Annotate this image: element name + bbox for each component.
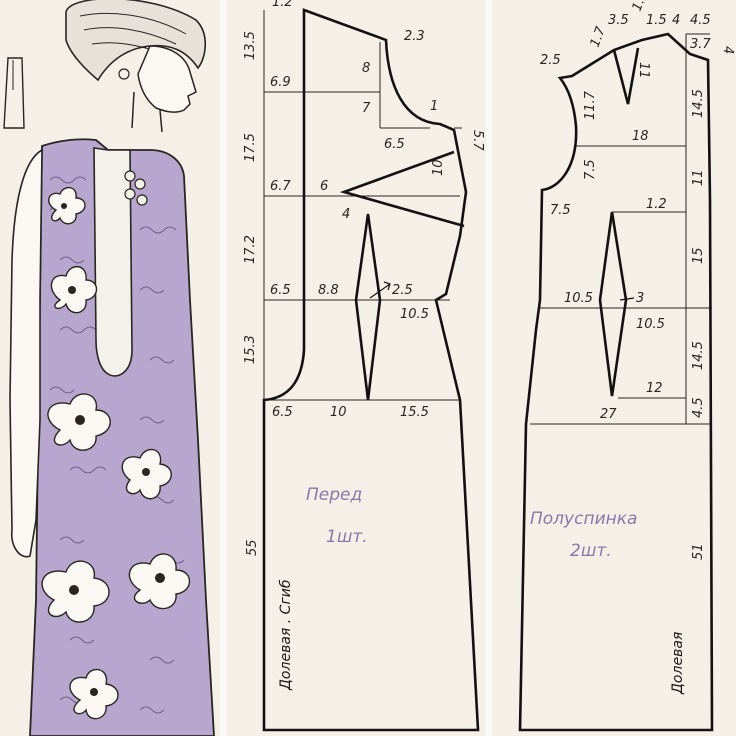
front-grain-label: Долевая . Сгиб [278, 579, 294, 691]
front-measure-6: 7 [362, 101, 371, 116]
front-piece-count: 1шт. [326, 527, 368, 547]
back-measure-24: 4.5 [691, 397, 706, 418]
front-measure-17: 8.8 [318, 283, 339, 298]
back-measure-21: 10.5 [636, 317, 665, 332]
front-measure-18: 2.5 [392, 283, 413, 298]
back-pattern: 1.7 3.5 1.5 1.2 4 4.5 2.5 3.7 4 11 11.7 … [518, 0, 735, 732]
gutter-right [486, 0, 492, 736]
gutter-left [220, 0, 226, 736]
hair [65, 0, 207, 82]
back-measure-14: 7.5 [583, 159, 598, 180]
back-measure-9: 4 [720, 46, 735, 54]
back-piece-title: Полуспинка [530, 509, 637, 529]
front-measure-24: 55 [245, 539, 260, 556]
back-grain-label: Долевая [670, 632, 686, 695]
front-measure-1: 1.2 [272, 0, 293, 10]
front-measure-4: 8 [362, 61, 370, 76]
front-measure-2: 2.3 [404, 29, 425, 44]
back-measure-23: 12 [646, 381, 663, 396]
back-measure-20: 3 [636, 291, 644, 306]
front-measure-15: 17.2 [243, 235, 258, 264]
back-measure-6: 4.5 [690, 13, 711, 28]
back-measure-13: 18 [632, 129, 649, 144]
front-measure-12: 6 [320, 179, 328, 194]
back-measure-3: 1.5 [646, 13, 667, 28]
back-measure-22: 14.5 [691, 341, 706, 370]
back-measure-2: 3.5 [608, 13, 629, 28]
front-side-dart [339, 150, 465, 228]
front-measure-14: 10 [431, 159, 446, 176]
back-waist-dart [598, 211, 628, 397]
front-measure-20: 15.3 [243, 335, 258, 364]
back-measure-5: 4 [672, 13, 680, 28]
front-measure-5: 6.9 [270, 75, 291, 90]
back-measure-26: 51 [691, 543, 706, 560]
front-outline [262, 8, 480, 732]
back-measure-1: 1.7 [588, 24, 609, 49]
front-measure-10: 17.5 [243, 133, 258, 162]
front-guide-lines [263, 10, 462, 401]
back-measure-8: 3.7 [690, 37, 711, 52]
front-measure-9: 5.7 [470, 130, 485, 151]
dress-yoke [93, 147, 133, 377]
front-measure-22: 10 [330, 405, 347, 420]
back-outline [518, 32, 714, 732]
back-measure-25: 27 [600, 407, 617, 422]
front-measure-11: 6.7 [270, 179, 291, 194]
front-measure-8: 6.5 [384, 137, 405, 152]
back-shoulder-dart [612, 47, 640, 105]
back-dart-pointer [619, 297, 635, 301]
fashion-illustration [3, 0, 215, 736]
back-measure-19: 10.5 [564, 291, 593, 306]
back-measure-10: 11 [636, 62, 651, 79]
back-measure-11: 11.7 [583, 90, 598, 120]
neck-buttons [124, 170, 148, 206]
front-measure-16: 6.5 [270, 283, 291, 298]
front-measure-7: 1 [430, 99, 438, 114]
back-measure-7: 2.5 [540, 53, 561, 68]
back-measure-17: 1.2 [646, 197, 667, 212]
arrow-icon [369, 281, 391, 299]
front-measure-3: 13.5 [243, 31, 258, 60]
front-measure-19: 10.5 [400, 307, 429, 322]
back-measure-16: 7.5 [550, 203, 571, 218]
back-measure-18: 15 [691, 247, 706, 264]
back-measure-12: 14.5 [691, 89, 706, 118]
face [137, 45, 197, 113]
flower-centers [61, 203, 165, 696]
back-piece-count: 2шт. [570, 541, 612, 561]
back-measure-15: 11 [691, 169, 706, 186]
front-measure-21: 6.5 [272, 405, 293, 420]
front-waist-dart [354, 213, 382, 401]
front-pattern: 1.2 2.3 13.5 8 6.9 7 1 6.5 5.7 17.5 6.7 … [243, 0, 485, 732]
front-measure-23: 15.5 [400, 405, 429, 420]
front-measure-13: 4 [342, 207, 350, 222]
neck [131, 91, 163, 133]
arm [9, 148, 43, 558]
earring [118, 68, 130, 80]
front-piece-title: Перед [306, 485, 362, 505]
dress-flat-sketch [3, 57, 25, 129]
